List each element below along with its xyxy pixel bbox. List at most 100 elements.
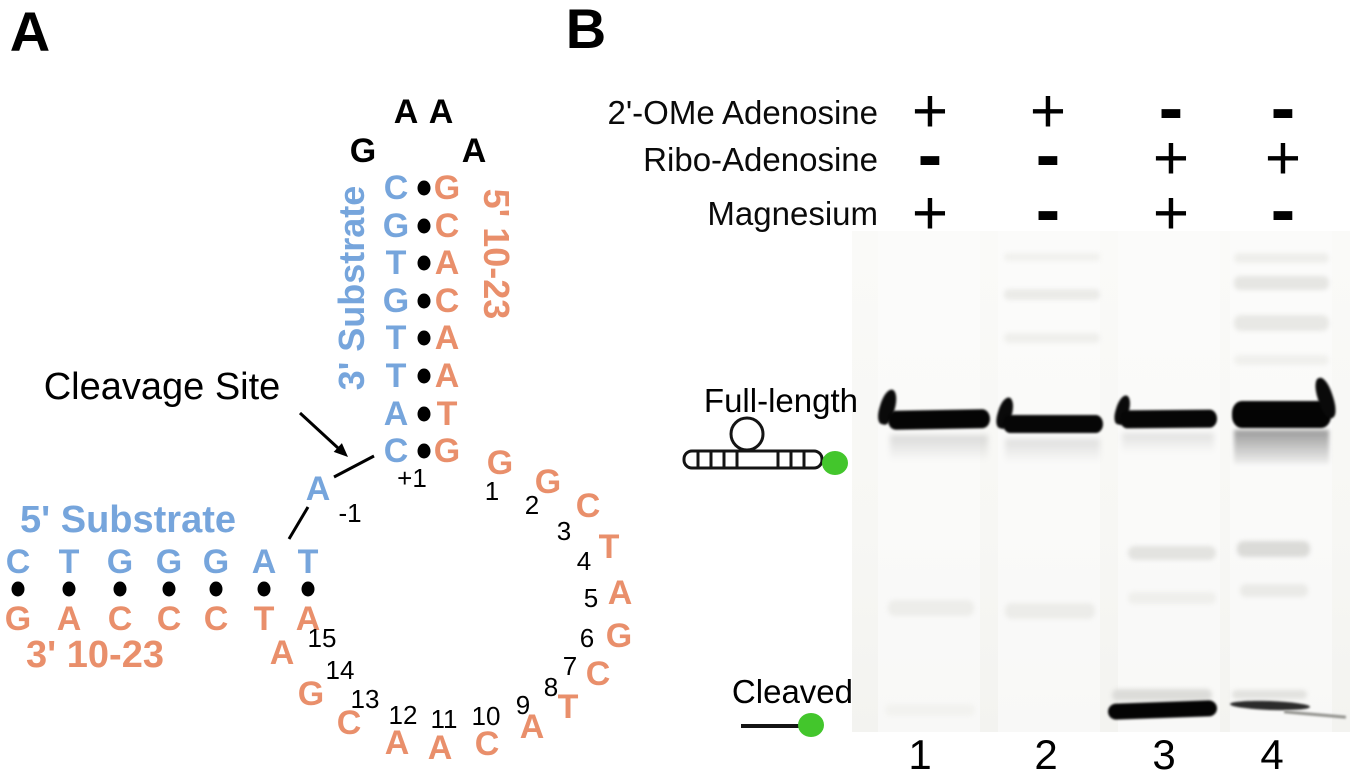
gel-band-full-length-lane1-smear <box>890 435 988 461</box>
stem-enzyme-base: A <box>434 244 460 282</box>
stem-enzyme-base: G <box>433 432 461 470</box>
arm-substrate-base: T <box>58 543 80 581</box>
core-base-10: C <box>474 725 500 763</box>
core-number-4: 4 <box>576 546 592 576</box>
arm-enzyme-base: G <box>4 600 32 638</box>
core-base-7: C <box>585 655 611 693</box>
minus-one-label: -1 <box>338 498 362 528</box>
fluorophore-dot-full-length-icon <box>822 451 848 475</box>
core-base-14: G <box>297 675 325 713</box>
core-number-1: 1 <box>484 476 500 506</box>
core-number-8: 8 <box>543 672 559 702</box>
cleaved-label: Cleaved <box>731 673 853 710</box>
base-pair-dot <box>417 218 431 234</box>
hairpin-base-a3: A <box>461 132 487 170</box>
base-pair-dot <box>62 581 76 597</box>
core-base-15: A <box>269 634 295 672</box>
core-base-4: T <box>598 528 620 566</box>
gel-lane-2 <box>998 231 1100 732</box>
stem-enzyme-base: G <box>433 169 461 207</box>
stem-enzyme-base: A <box>434 319 460 357</box>
core-number-10: 10 <box>471 701 501 731</box>
backbone-line-minus1-plus1 <box>333 454 375 479</box>
gel-band-faint <box>885 704 975 716</box>
condition-symbol: + <box>1264 124 1302 193</box>
arm-substrate-base: G <box>106 543 134 581</box>
core-base-6: G <box>605 617 633 655</box>
core-base-2: G <box>534 463 562 501</box>
unpaired-adenosine: A <box>305 470 331 508</box>
base-pair-dot <box>417 406 431 422</box>
gel-band-faint <box>888 600 974 616</box>
cleaved-cartoon <box>741 713 824 737</box>
hairpin-base-g: G <box>349 132 377 170</box>
lane-number-3: 3 <box>1152 731 1176 778</box>
condition-symbol: - <box>917 113 943 196</box>
base-pair-dot <box>417 443 431 459</box>
gel-band-faint <box>1004 253 1100 261</box>
gel-image <box>852 231 1350 732</box>
base-pair-dot <box>113 581 127 597</box>
gel-band-faint <box>1234 276 1329 290</box>
arm-substrate-base: G <box>155 543 183 581</box>
gel-lane-3 <box>1118 231 1220 732</box>
condition-symbol: + <box>1029 77 1067 146</box>
full-length-label: Full-length <box>703 382 858 419</box>
core-base-12: A <box>384 724 410 762</box>
core-number-14: 14 <box>325 655 355 685</box>
stem-substrate-base: A <box>383 395 409 433</box>
core-base-9: A <box>519 708 545 746</box>
arm-substrate-base: T <box>297 543 319 581</box>
arm-substrate-base: C <box>5 543 31 581</box>
core-number-13: 13 <box>350 684 380 714</box>
gel-band-cleaved-lane4-halo <box>1232 690 1307 699</box>
panel-a-label: A <box>9 0 51 63</box>
condition-row-label: Ribo-Adenosine <box>643 141 878 178</box>
stem-enzyme-base: C <box>434 282 460 320</box>
lane-number-4: 4 <box>1260 731 1284 778</box>
cleavage-arrow <box>298 411 348 457</box>
full-length-cartoon <box>682 416 848 475</box>
core-number-6: 6 <box>579 623 595 653</box>
gel-band-faint <box>1237 541 1310 557</box>
arm-enzyme-base: C <box>156 600 182 638</box>
stem-substrate-base: T <box>385 357 407 395</box>
gel-band-full-length-lane2-smear <box>1005 439 1100 463</box>
arm-substrate-base: A <box>251 543 277 581</box>
core-number-12: 12 <box>388 700 418 730</box>
core-number-9: 9 <box>515 690 531 720</box>
gel-band-full-length-lane3-smear <box>1122 433 1214 453</box>
condition-symbol: + <box>1152 124 1190 193</box>
condition-symbol: + <box>911 77 949 146</box>
gel-band-faint <box>1240 584 1308 597</box>
arm-enzyme-base: T <box>253 600 275 638</box>
condition-symbol: - <box>1035 113 1061 196</box>
gel-band-faint <box>1004 289 1100 300</box>
gel-band-faint <box>1004 333 1100 343</box>
arm-enzyme-base: A <box>56 600 82 638</box>
enzyme-5prime-label: 5' 10-23 <box>476 188 517 320</box>
base-pair-dot <box>301 581 315 597</box>
core-number-2: 2 <box>524 490 540 520</box>
core-number-5: 5 <box>583 583 599 613</box>
base-pair-dot <box>257 581 271 597</box>
core-base-3: C <box>575 487 601 525</box>
stem-substrate-base: G <box>382 207 410 245</box>
core-base-11: A <box>427 729 453 767</box>
gel-band-full-length-lane1 <box>887 409 991 430</box>
backbone-line-arm-minus1 <box>287 506 310 540</box>
base-pair-dot <box>417 180 431 196</box>
substrate-5prime-label: 5' Substrate <box>20 499 236 541</box>
core-base-5: A <box>607 574 633 612</box>
lane-number-1: 1 <box>908 731 932 778</box>
condition-symbol: - <box>1158 66 1184 149</box>
condition-row-label: 2'-OMe Adenosine <box>607 94 878 131</box>
gel-band-full-length-lane3 <box>1119 409 1218 429</box>
base-pair-dot <box>417 368 431 384</box>
cleavage-site-label: Cleavage Site <box>43 366 281 408</box>
base-pair-dot <box>417 293 431 309</box>
gel-band-faint <box>1005 603 1095 619</box>
stem-substrate-base: T <box>385 319 407 357</box>
gel-band-faint <box>1128 592 1216 604</box>
